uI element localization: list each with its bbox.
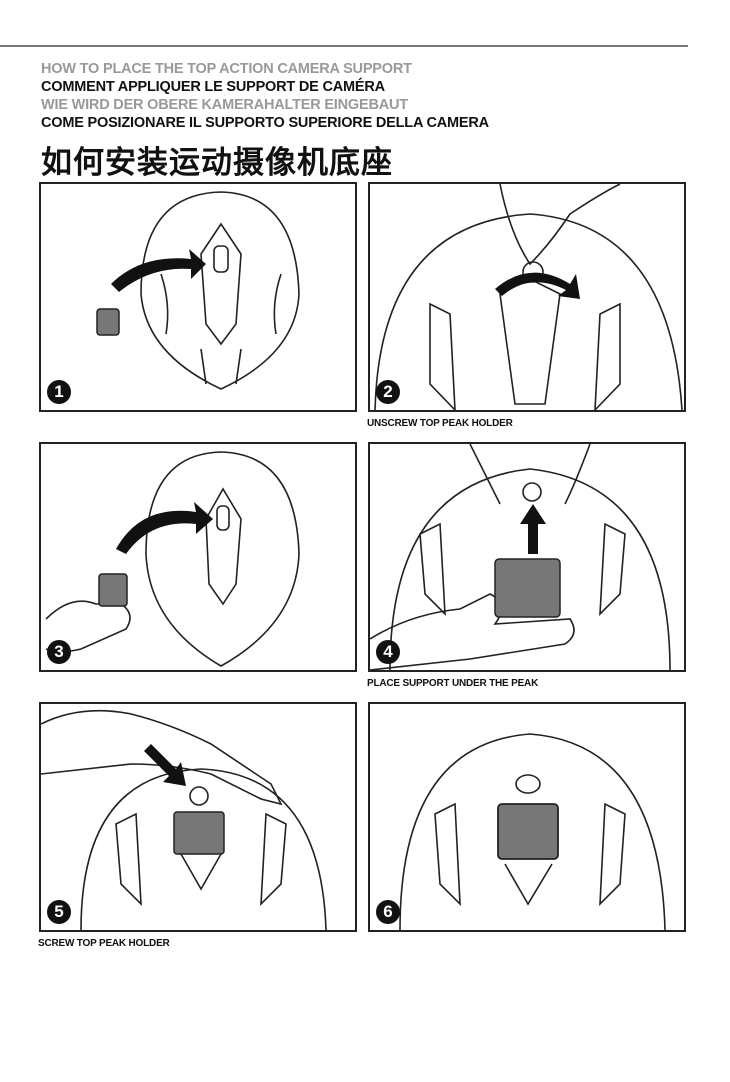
title-en: HOW TO PLACE THE TOP ACTION CAMERA SUPPO… (41, 61, 412, 77)
helmet-unscrew-illustration (374, 184, 683, 410)
camera-support-icon (173, 811, 225, 855)
step-5-caption: SCREW TOP PEAK HOLDER (38, 938, 170, 949)
helmet-finished-illustration (399, 733, 666, 930)
step-4-caption: PLACE SUPPORT UNDER THE PEAK (367, 678, 539, 689)
step-2-caption: UNSCREW TOP PEAK HOLDER (367, 418, 513, 429)
step-1-panel: 1 (39, 182, 357, 412)
title-zh: 如何安装运动摄像机底座 (41, 145, 393, 181)
up-arrow-icon (520, 504, 546, 554)
rotate-arrow-icon (495, 272, 580, 299)
top-rule (0, 45, 688, 47)
helmet-hand-support-illustration (45, 451, 300, 667)
step-3-panel: 3 (39, 442, 357, 672)
camera-support-icon (96, 308, 120, 336)
step-number-badge: 3 (47, 640, 71, 664)
arrow-icon (144, 744, 186, 786)
camera-support-icon (497, 803, 559, 860)
title-de: WIE WIRD DER OBERE KAMERAHALTER EINGEBAU… (41, 97, 408, 113)
title-it: COME POSIZIONARE IL SUPPORTO SUPERIORE D… (41, 115, 489, 131)
step-5-panel: 5 (39, 702, 357, 932)
arrow-icon (116, 502, 213, 554)
helmet-screw-illustration (41, 709, 327, 930)
step-6-panel: 6 (368, 702, 686, 932)
helmet-top-view-illustration (96, 191, 300, 390)
step-number-badge: 6 (376, 900, 400, 924)
step-number-badge: 4 (376, 640, 400, 664)
camera-support-icon (494, 558, 561, 618)
step-number-badge: 5 (47, 900, 71, 924)
step-number-badge: 1 (47, 380, 71, 404)
arrow-icon (111, 249, 206, 292)
title-fr: COMMENT APPLIQUER LE SUPPORT DE CAMÉRA (41, 79, 385, 95)
camera-support-icon (98, 573, 128, 607)
step-4-panel: 4 (368, 442, 686, 672)
step-2-panel: 2 (368, 182, 686, 412)
helmet-place-support-illustration (370, 444, 671, 670)
step-number-badge: 2 (376, 380, 400, 404)
